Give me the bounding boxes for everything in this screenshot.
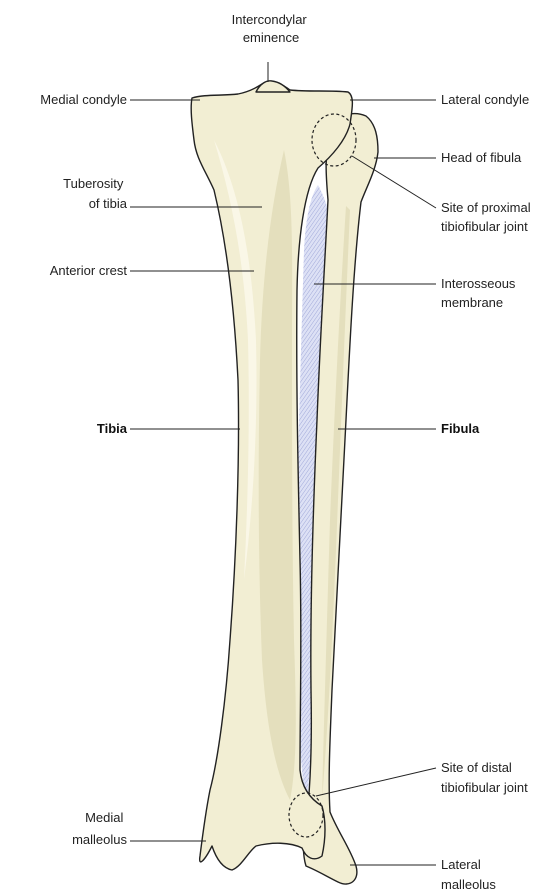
label-medial-malleolus-line1: Medial <box>85 810 123 825</box>
label-tibia: Tibia <box>97 421 128 436</box>
intercondylar-eminence <box>256 81 290 92</box>
label-intercondylar-line2: eminence <box>243 30 299 45</box>
label-site-proximal-line1: Site of proximal <box>441 200 531 215</box>
label-interosseous-line1: Interosseous <box>441 276 516 291</box>
label-medial-malleolus-line2: malleolus <box>72 832 127 847</box>
label-interosseous-membrane: Interosseous membrane <box>441 276 519 310</box>
label-medial-malleolus: Medial malleolus <box>72 810 127 847</box>
label-lateral-malleolus-line2: malleolus <box>441 877 496 892</box>
label-interosseous-line2: membrane <box>441 295 503 310</box>
label-site-distal-line1: Site of distal <box>441 760 512 775</box>
label-site-distal-line2: tibiofibular joint <box>441 780 528 795</box>
label-lateral-malleolus-line1: Lateral <box>441 857 481 872</box>
label-fibula: Fibula <box>441 421 480 436</box>
label-site-proximal-line2: tibiofibular joint <box>441 219 528 234</box>
label-anterior-crest: Anterior crest <box>50 263 128 278</box>
label-tuberosity-line1: Tuberosity <box>63 176 124 191</box>
label-medial-condyle: Medial condyle <box>40 92 127 107</box>
label-intercondylar-eminence: Intercondylar eminence <box>232 12 311 45</box>
leader-site-distal <box>316 768 436 796</box>
label-site-proximal: Site of proximal tibiofibular joint <box>441 200 534 234</box>
label-tuberosity-line2: of tibia <box>89 196 128 211</box>
label-lateral-malleolus: Lateral malleolus <box>441 857 496 892</box>
label-lateral-condyle: Lateral condyle <box>441 92 529 107</box>
label-site-distal: Site of distal tibiofibular joint <box>441 760 528 795</box>
label-intercondylar-line1: Intercondylar <box>232 12 308 27</box>
label-head-of-fibula: Head of fibula <box>441 150 522 165</box>
label-tuberosity-of-tibia: Tuberosity of tibia <box>63 176 128 211</box>
